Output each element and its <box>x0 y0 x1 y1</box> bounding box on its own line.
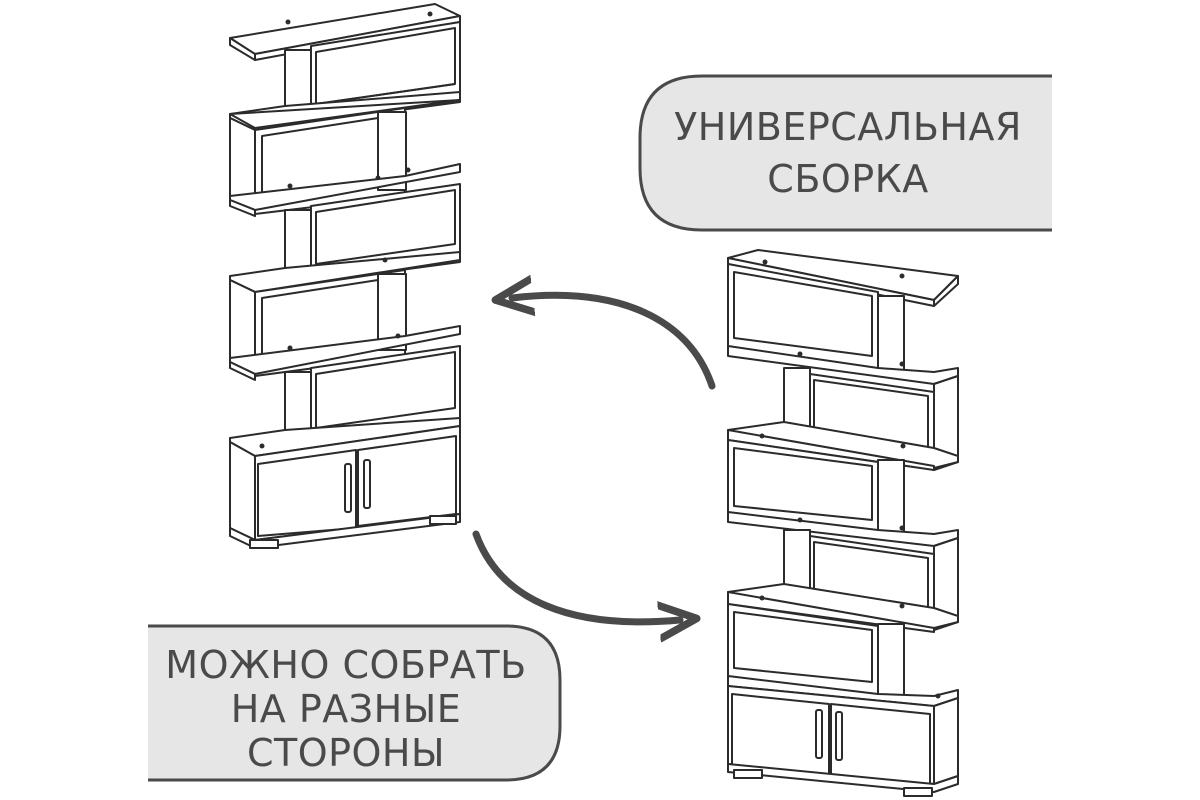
different-sides-bubble: МОЖНО СОБРАТЬ НА РАЗНЫЕ СТОРОНЫ <box>148 624 562 782</box>
curved-arrow-right-icon <box>472 530 680 622</box>
shelf-unit-right <box>727 249 959 797</box>
universal-label-line-1: УНИВЕРСАЛЬНАЯ <box>674 105 1022 149</box>
sides-label-line-1: МОЖНО СОБРАТЬ <box>165 643 526 687</box>
universal-label-line-2: СБОРКА <box>767 157 928 201</box>
curved-arrow-left-icon <box>512 295 716 390</box>
shelf-unit-left <box>229 3 461 549</box>
sides-label-line-2: НА РАЗНЫЕ <box>231 687 462 731</box>
sides-label-line-3: СТОРОНЫ <box>247 731 445 775</box>
universal-assembly-bubble: УНИВЕРСАЛЬНАЯ СБОРКА <box>638 74 1052 232</box>
